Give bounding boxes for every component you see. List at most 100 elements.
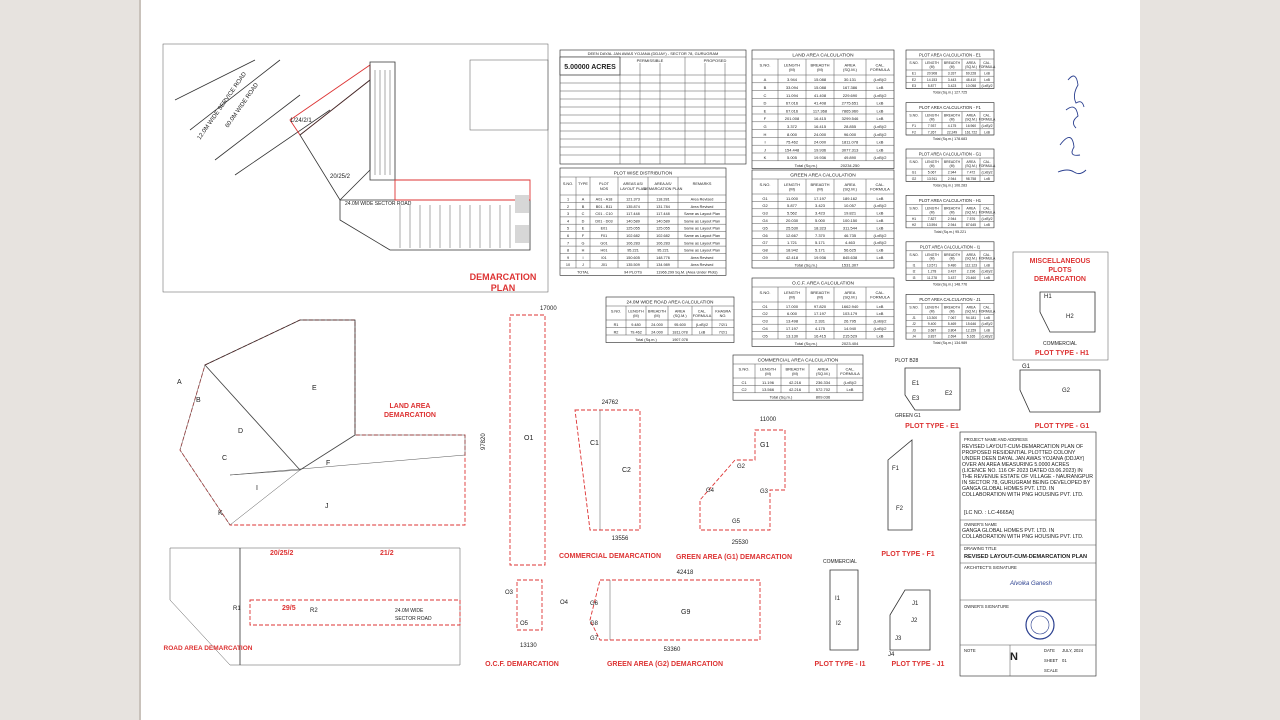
company-seal [1025, 610, 1055, 640]
table-cell: R2 [614, 330, 619, 334]
svg-text:H2: H2 [1066, 314, 1074, 320]
table-cell: O5 [762, 333, 768, 338]
svg-text:C: C [222, 455, 227, 462]
table-cell: 14.153 [927, 78, 937, 82]
table-cell: I [582, 256, 583, 260]
table-cell: 4.175 [948, 124, 957, 128]
commercial-dim: 24762 [602, 400, 619, 406]
table-cell: J [764, 147, 766, 152]
table-cell: H2 [912, 223, 916, 227]
table-cell: 13.566 [762, 387, 775, 392]
table-header: FORMULA [979, 257, 996, 261]
table-header: (M) [949, 257, 954, 261]
table-title: PLOT AREA CALCULATION - H1 [919, 198, 982, 203]
table-cell: H [582, 249, 585, 253]
table-cell: 56.625 [844, 248, 857, 253]
svg-text:J2: J2 [911, 618, 918, 624]
table-cell: 5.171 [815, 248, 826, 253]
table-cell: H1 [912, 217, 916, 221]
table-cell: 42.216 [789, 387, 802, 392]
table-cell: (LxB)/2 [874, 326, 888, 331]
summary-header: DEEN DAYAL JAN AWAS YOJANA (DDJAY) - SEC… [588, 51, 719, 56]
table-cell: 7.937 [928, 124, 937, 128]
table-cell: O4 [762, 326, 768, 331]
table-cell: 1662.940 [842, 304, 859, 309]
table-cell: 9.480 [631, 323, 641, 327]
date-label: DATE [1044, 648, 1055, 653]
table-total-label: Total (Sq.m.) [795, 262, 818, 267]
table-cell: O3 [762, 319, 768, 324]
table-header: BREADTH [785, 367, 804, 372]
table-header: (M) [789, 67, 796, 72]
ocf-dim: 97820 [481, 433, 487, 450]
table-cell: D01 - D03 [595, 219, 612, 223]
title-block: PROJECT NAME AND ADDRESS REVISED LAYOUT-… [959, 431, 1097, 677]
table-header: LAYOUT PLAN [620, 187, 646, 191]
plot-ref-1: 1/24/2/1 [290, 118, 312, 124]
table-cell: 11.094 [786, 93, 799, 98]
table-cell: I1 [913, 263, 916, 267]
table-cell: 7.370 [815, 233, 826, 238]
table-cell: 8 [567, 249, 569, 253]
table-cell: 13.911 [927, 177, 937, 181]
svg-text:24.0M WIDE: 24.0M WIDE [395, 608, 424, 614]
table-cell: Same as Layout Plan [684, 241, 720, 245]
summary-table: DEEN DAYAL JAN AWAS YOJANA (DDJAY) - SEC… [559, 49, 747, 165]
table-cell: LxB [984, 177, 991, 181]
ocf-width: 13130 [520, 643, 537, 649]
table-cell: G2 [912, 177, 917, 181]
table-cell: LxB [984, 276, 991, 280]
table-header: (M) [817, 187, 824, 192]
table-cell: 6.000 [787, 311, 798, 316]
table-header: BREADTH [944, 160, 961, 164]
table-cell: 6 [567, 234, 569, 238]
plot-calc-total: Total (Sq.m.) 127.725 [933, 91, 967, 95]
svg-text:I2: I2 [836, 621, 842, 627]
table-cell: E3 [912, 84, 916, 88]
owner-name: GANGA GLOBAL HOMES PVT. LTD. IN COLLABOR… [962, 528, 1084, 540]
table-cell: 3.423 [815, 211, 826, 216]
green-width: 25530 [732, 540, 749, 546]
table-header: (M) [817, 295, 824, 300]
table-header: LENGTH [784, 182, 800, 187]
table-cell: 3.804 [948, 328, 957, 332]
misc-plots: MISCELLANEOUS PLOTS DEMARCATION H1 H2 CO… [895, 251, 1109, 430]
north-arrow: N [1010, 651, 1018, 663]
table-total-plots: 94 PLOTS [624, 271, 642, 275]
table-header: LENGTH [925, 114, 939, 118]
table-header: FORMULA [979, 210, 996, 214]
table-header: (SQ.M.) [843, 67, 858, 72]
table-cell: E1 [912, 72, 916, 76]
table-cell: LxB [984, 223, 991, 227]
table-header: S.NO. [760, 63, 771, 68]
table-header: CAL. [983, 61, 991, 65]
table-total-area: 11966.299 Sq.M. (Area Under Plots) [656, 271, 718, 275]
table-cell: 5 [567, 227, 569, 231]
svg-text:J: J [325, 503, 329, 510]
table-cell: (LxB)/2 [874, 77, 888, 82]
table-header: (SQ.M.) [843, 295, 858, 300]
table-header: AREA [966, 206, 976, 210]
land-area-title: LAND AREA [390, 403, 431, 410]
table-header: S.NO. [909, 253, 918, 257]
table-header: S.NO. [909, 61, 918, 65]
table-cell: (LxB)/2 [874, 124, 888, 129]
lc-no: [LC NO. : LC-4665A] [964, 510, 1014, 516]
table-header: (M) [765, 371, 772, 376]
table-cell: 42.418 [786, 255, 799, 260]
table-cell: 3.944 [787, 77, 798, 82]
table-cell: Same as Layout Plan [684, 212, 720, 216]
table-cell: 3.437 [948, 270, 957, 274]
table-cell: G2 [762, 203, 768, 208]
table-cell: 5.562 [787, 211, 798, 216]
table-cell: 10.058 [966, 84, 976, 88]
table-cell: 189.162 [843, 196, 858, 201]
table-cell: 10.057 [844, 203, 857, 208]
table-cell: I2 [913, 270, 916, 274]
table-cell: G1 [762, 196, 768, 201]
table-cell: 134.989 [656, 263, 670, 267]
table-cell: 121.373 [626, 198, 640, 202]
table-header: (M) [929, 164, 934, 168]
table-cell: LxB [984, 263, 991, 267]
